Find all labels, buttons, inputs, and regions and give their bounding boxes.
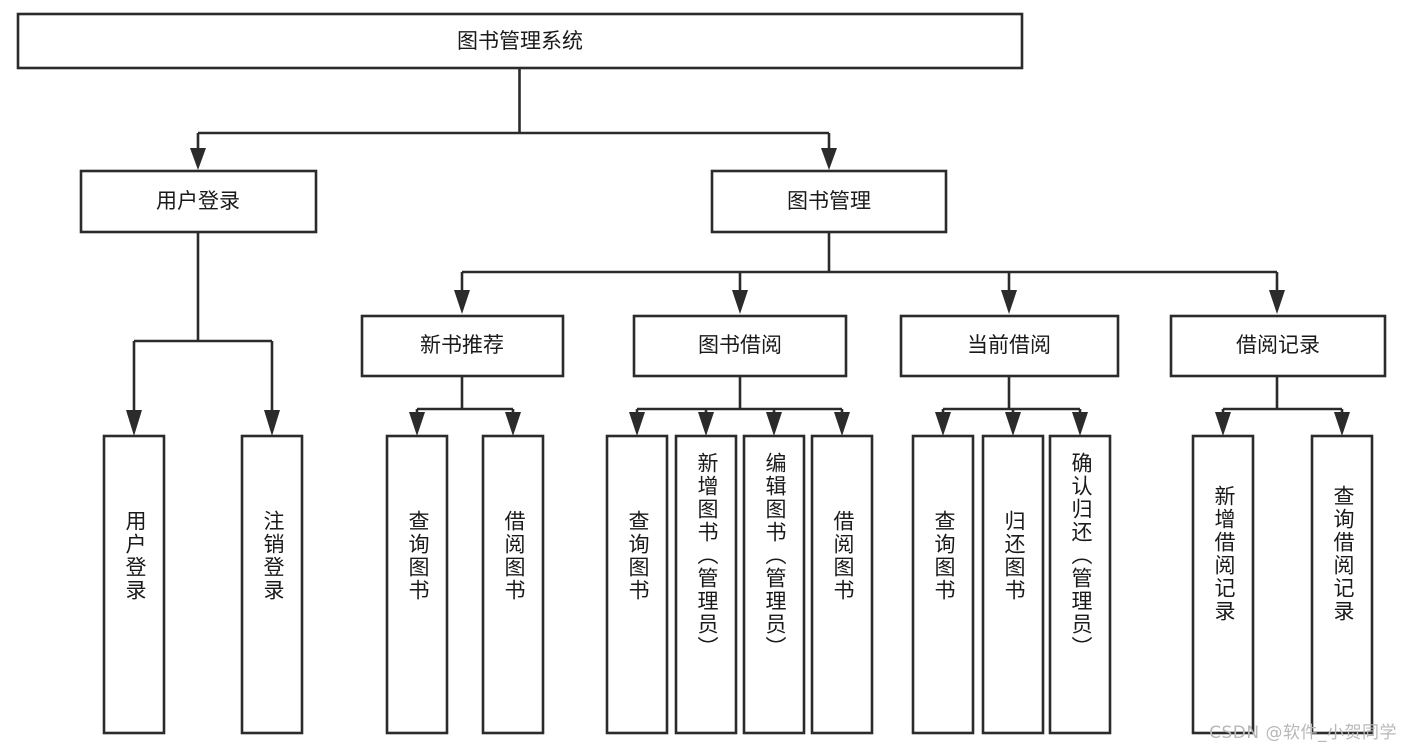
node-user-login-box[interactable] [79, 169, 318, 234]
node-leaf-return-book-box[interactable] [981, 434, 1045, 735]
node-leaf-borrow-book-2-box[interactable] [810, 434, 874, 735]
node-leaf-logout-login-box[interactable] [240, 434, 304, 735]
arrow-head-borrow-record [1269, 290, 1285, 314]
node-user-login-label: 用户登录 [156, 189, 240, 213]
node-book-borrow-label: 图书借阅 [698, 333, 782, 357]
node-leaf-query-book-3[interactable]: 查询图书 [911, 434, 975, 735]
node-leaf-query-book-2-label: 查询图书 [626, 510, 650, 602]
connector-currentborrow-to-leaves [935, 376, 1088, 436]
connector-bookmanagement-to-level3 [454, 232, 1285, 314]
node-leaf-query-book-2-box[interactable] [605, 434, 669, 735]
arrow-head-leaf-query-book-1 [409, 412, 425, 436]
arrow-head-leaf-borrow-book-1 [505, 412, 521, 436]
node-leaf-add-record[interactable]: 新增借阅记录 [1191, 434, 1255, 735]
arrow-head-book-management [821, 148, 837, 170]
node-borrow-record[interactable]: 借阅记录 [1169, 314, 1387, 378]
node-leaf-confirm-return-label: 确认归还（管理员） [1069, 452, 1093, 659]
node-new-book-recommend-box[interactable] [360, 314, 565, 378]
node-leaf-borrow-book-1-box[interactable] [481, 434, 545, 735]
arrow-head-leaf-user-login [126, 410, 142, 436]
node-root-box[interactable] [16, 12, 1024, 70]
arrow-head-user-login [190, 148, 206, 170]
node-leaf-confirm-return-box[interactable] [1048, 434, 1112, 735]
connector-userlogin-to-leaves [126, 232, 280, 436]
node-leaf-user-login-box[interactable] [102, 434, 166, 735]
node-leaf-query-book-3-label: 查询图书 [932, 510, 956, 602]
node-leaf-add-book-box[interactable] [674, 434, 738, 735]
arrow-head-leaf-logout-login [264, 410, 280, 436]
node-leaf-edit-book[interactable]: 编辑图书（管理员） [742, 434, 806, 735]
node-leaf-borrow-book-2-label: 借阅图书 [831, 510, 855, 602]
node-leaf-borrow-book-2[interactable]: 借阅图书 [810, 434, 874, 735]
node-leaf-query-record[interactable]: 查询借阅记录 [1310, 434, 1374, 735]
arrow-head-leaf-query-book-2 [629, 412, 645, 436]
node-leaf-query-book-2[interactable]: 查询图书 [605, 434, 669, 735]
arrow-head-leaf-query-record [1334, 412, 1350, 436]
connector-newbook-to-leaves [409, 376, 521, 436]
arrow-head-leaf-edit-book [766, 412, 782, 436]
node-leaf-return-book-label: 归还图书 [1002, 510, 1026, 602]
node-leaf-return-book[interactable]: 归还图书 [981, 434, 1045, 735]
node-user-login[interactable]: 用户登录 [79, 169, 318, 234]
arrow-head-leaf-add-record [1215, 412, 1231, 436]
node-current-borrow-box[interactable] [899, 314, 1120, 378]
node-leaf-query-record-label: 查询借阅记录 [1331, 485, 1355, 623]
node-root[interactable]: 图书管理系统 [16, 12, 1024, 70]
node-new-book-recommend[interactable]: 新书推荐 [360, 314, 565, 378]
node-leaf-query-book-3-box[interactable] [911, 434, 975, 735]
node-leaf-query-record-box[interactable] [1310, 434, 1374, 735]
node-current-borrow[interactable]: 当前借阅 [899, 314, 1120, 378]
arrow-head-leaf-query-book-3 [935, 412, 951, 436]
node-leaf-borrow-book-1[interactable]: 借阅图书 [481, 434, 545, 735]
node-leaf-logout-login-label: 注销登录 [261, 510, 285, 602]
arrow-head-current-borrow [1001, 290, 1017, 314]
node-leaf-query-book-1[interactable]: 查询图书 [385, 434, 449, 735]
node-leaf-add-record-label: 新增借阅记录 [1212, 485, 1236, 623]
node-borrow-record-label: 借阅记录 [1236, 333, 1320, 357]
node-leaf-add-book-label: 新增图书（管理员） [695, 452, 719, 659]
node-leaf-add-book[interactable]: 新增图书（管理员） [674, 434, 738, 735]
node-leaf-logout-login[interactable]: 注销登录 [240, 434, 304, 735]
node-leaf-user-login-label: 用户登录 [123, 510, 147, 602]
node-leaf-borrow-book-1-label: 借阅图书 [502, 510, 526, 602]
node-book-management-box[interactable] [710, 169, 948, 234]
node-book-management-label: 图书管理 [787, 189, 871, 213]
arrow-head-leaf-return-book [1005, 412, 1021, 436]
node-current-borrow-label: 当前借阅 [967, 333, 1051, 357]
node-leaf-confirm-return[interactable]: 确认归还（管理员） [1048, 434, 1112, 735]
node-book-management[interactable]: 图书管理 [710, 169, 948, 234]
node-leaf-user-login[interactable]: 用户登录 [102, 434, 166, 735]
node-book-borrow[interactable]: 图书借阅 [632, 314, 848, 378]
connector-borrowrecord-to-leaves [1215, 376, 1350, 436]
connector-root-to-level2 [190, 68, 837, 170]
node-borrow-record-box[interactable] [1169, 314, 1387, 378]
node-leaf-query-book-1-box[interactable] [385, 434, 449, 735]
node-leaf-edit-book-box[interactable] [742, 434, 806, 735]
arrow-head-book-borrow [732, 290, 748, 314]
arrow-head-leaf-confirm-return [1072, 412, 1088, 436]
node-leaf-add-record-box[interactable] [1191, 434, 1255, 735]
arrow-head-leaf-borrow-book-2 [834, 412, 850, 436]
node-leaf-edit-book-label: 编辑图书（管理员） [763, 452, 787, 659]
node-new-book-recommend-label: 新书推荐 [420, 333, 504, 357]
arrow-head-leaf-add-book [698, 412, 714, 436]
node-leaf-query-book-1-label: 查询图书 [406, 510, 430, 602]
connector-bookborrow-to-leaves [629, 376, 850, 436]
arrow-head-new-book-recommend [454, 290, 470, 314]
node-root-label: 图书管理系统 [457, 29, 583, 53]
node-book-borrow-box[interactable] [632, 314, 848, 378]
